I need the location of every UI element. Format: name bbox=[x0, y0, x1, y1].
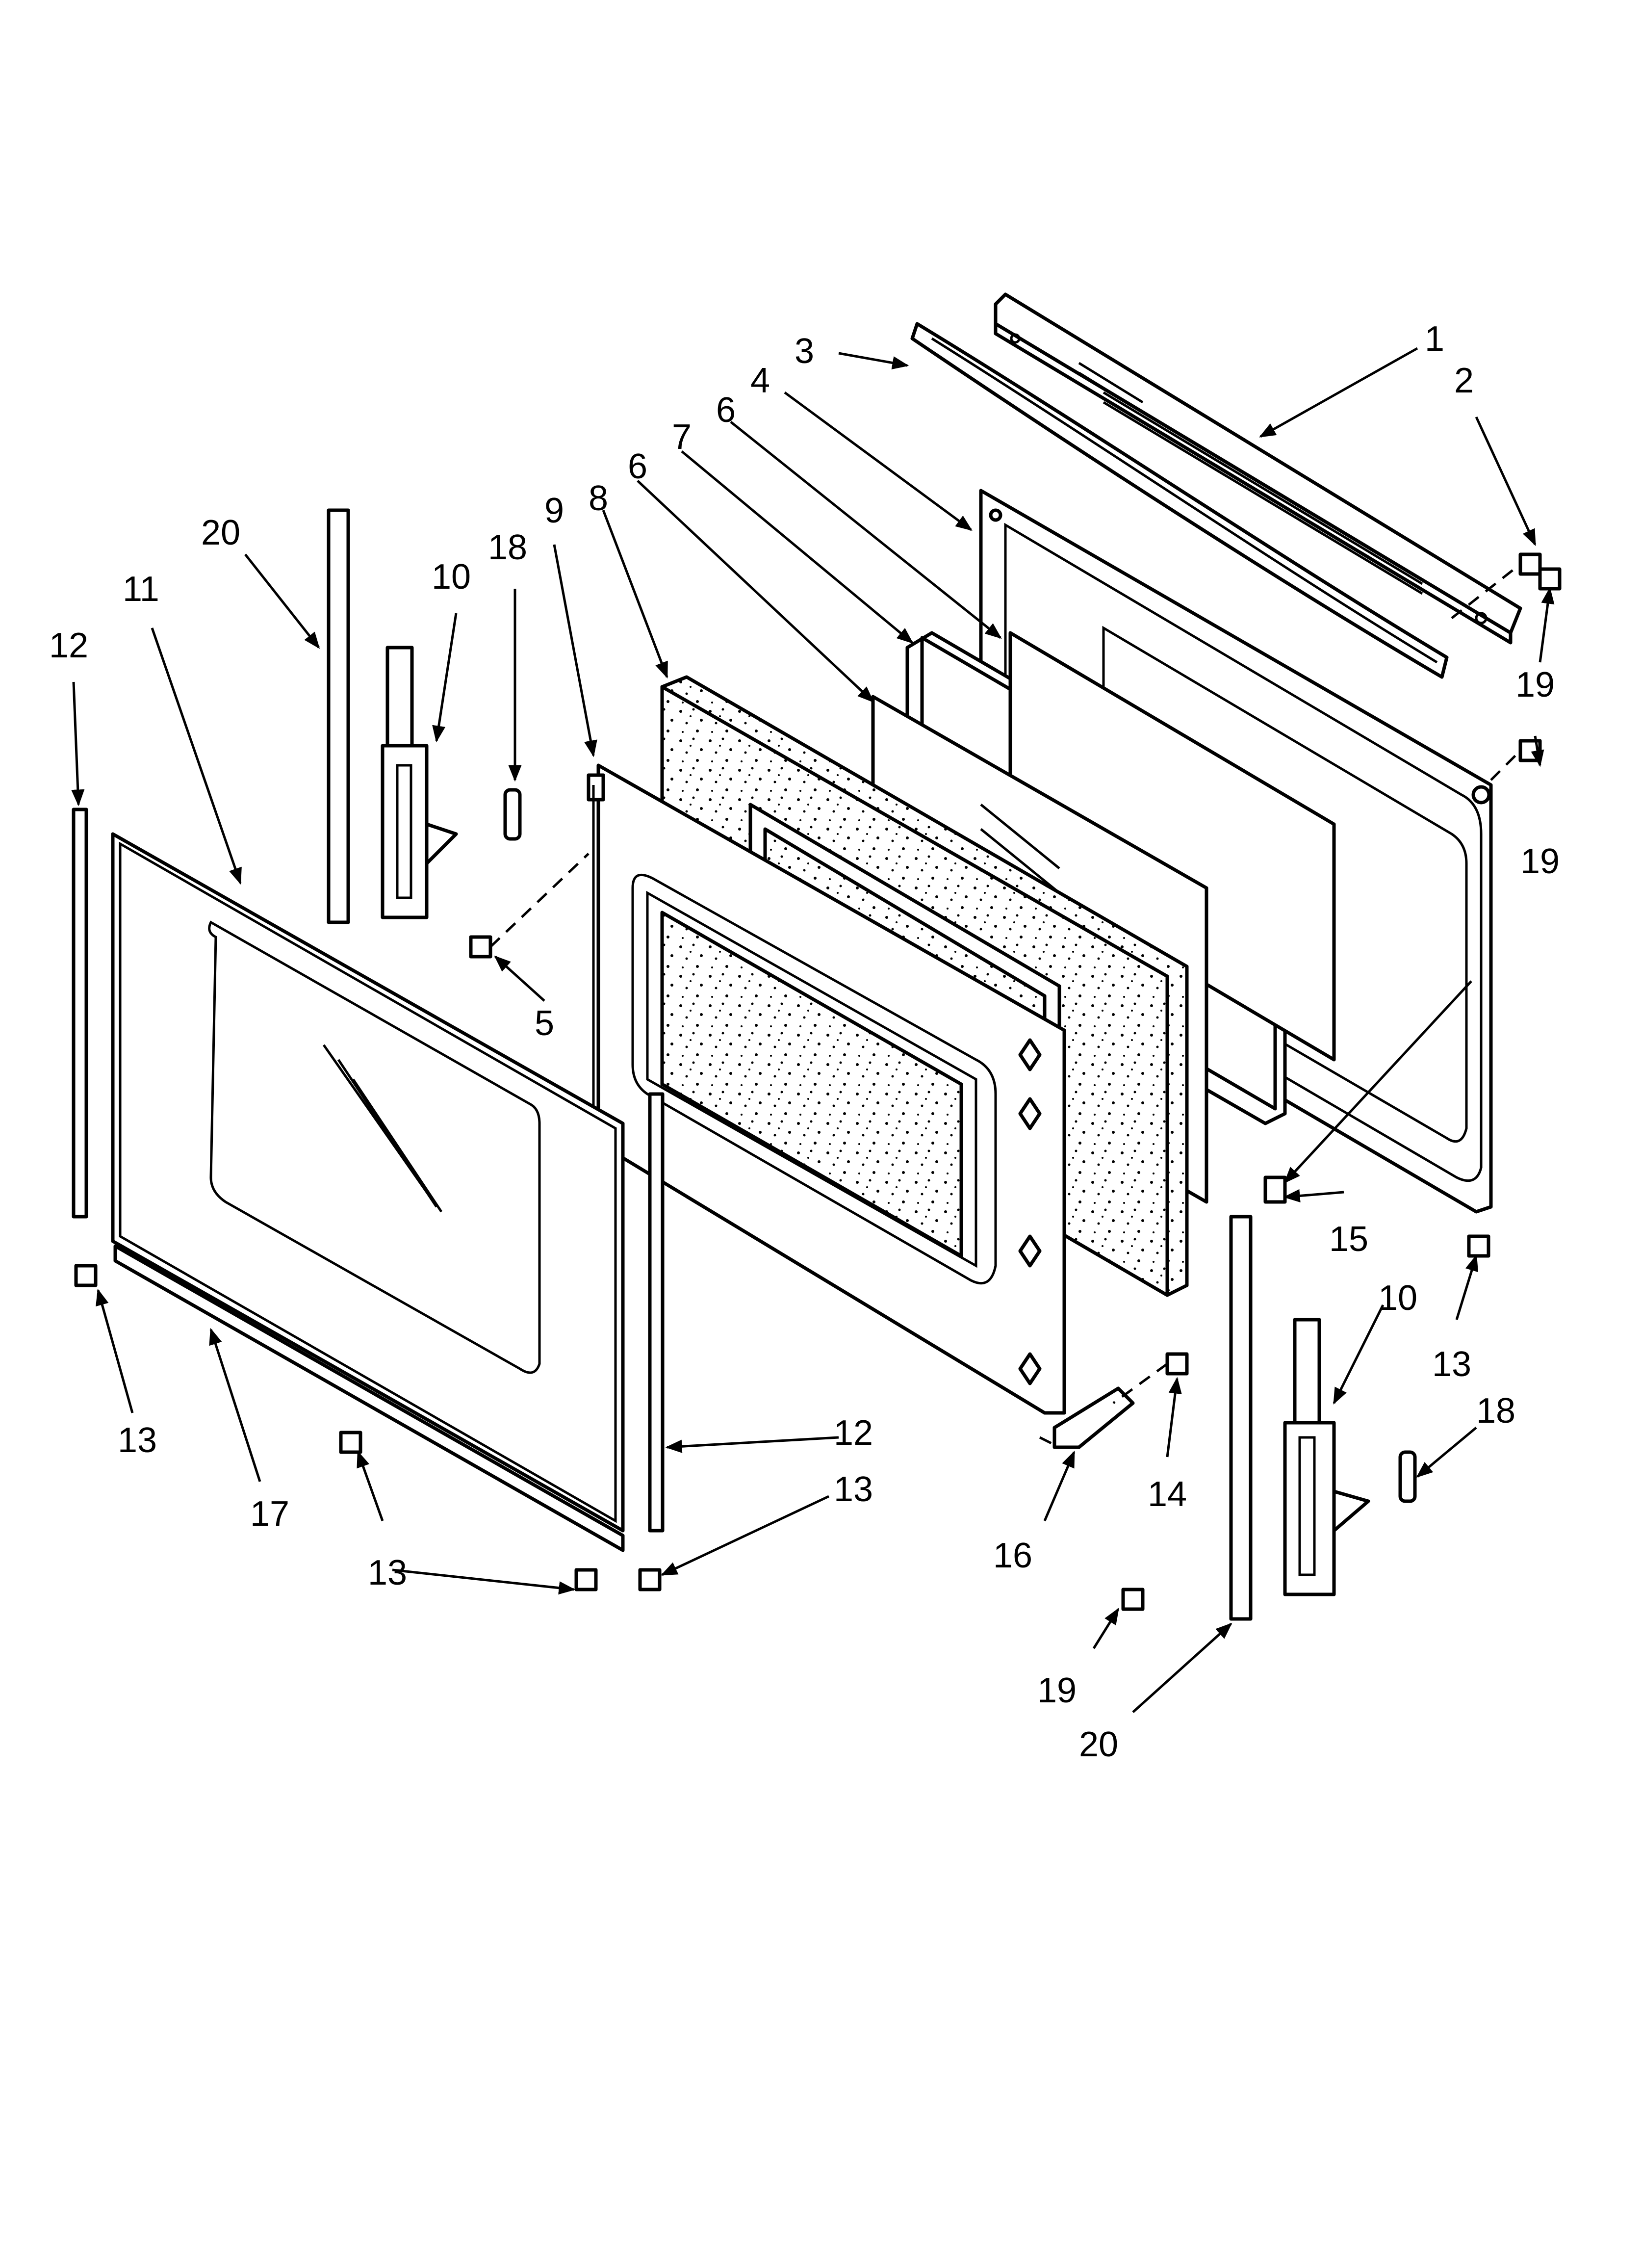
callout-6-upper: 6 bbox=[716, 391, 736, 430]
callout-15: 15 bbox=[1329, 1220, 1368, 1259]
hinge-clip-right bbox=[1398, 1450, 1417, 1503]
liner-clip bbox=[1263, 1175, 1287, 1204]
hinge-clip-left bbox=[503, 788, 522, 841]
outer-glass-panel bbox=[111, 832, 625, 1533]
callout-2: 2 bbox=[1454, 361, 1474, 400]
door-stop-bracket bbox=[1052, 1386, 1135, 1449]
callout-12-left: 12 bbox=[49, 626, 88, 665]
alignment-lines bbox=[489, 563, 1521, 1449]
callout-18-left: 18 bbox=[488, 528, 527, 567]
callout-9: 9 bbox=[544, 491, 564, 530]
callout-20-left: 20 bbox=[201, 513, 240, 552]
callout-18-right: 18 bbox=[1476, 1391, 1515, 1431]
callout-10-left: 10 bbox=[432, 557, 471, 597]
callout-1: 1 bbox=[1425, 319, 1444, 359]
side-trim-left bbox=[72, 808, 88, 1219]
callout-6-lower: 6 bbox=[628, 447, 647, 486]
callout-13-bottom: 13 bbox=[368, 1553, 407, 1592]
door-hinge-left bbox=[381, 646, 458, 919]
callout-13-left: 13 bbox=[118, 1421, 157, 1460]
callout-19-bottom: 19 bbox=[1037, 1671, 1077, 1710]
door-handle bbox=[910, 322, 1449, 679]
callout-7: 7 bbox=[672, 417, 692, 457]
callout-12-right: 12 bbox=[834, 1413, 873, 1453]
callout-8: 8 bbox=[589, 479, 608, 518]
bottom-trim bbox=[113, 1244, 625, 1552]
hinge-receiver-left bbox=[327, 508, 350, 924]
callout-13-far-right: 13 bbox=[1432, 1345, 1471, 1384]
callout-3: 3 bbox=[795, 332, 814, 371]
hinge-receiver-right bbox=[1229, 1215, 1253, 1621]
callout-5: 5 bbox=[535, 1004, 554, 1043]
callout-10-right: 10 bbox=[1378, 1278, 1417, 1318]
callout-labels: 1 2 3 4 5 6 6 7 8 9 10 10 11 12 12 13 13… bbox=[49, 319, 1560, 1764]
callout-13-right: 13 bbox=[834, 1470, 873, 1509]
callout-16: 16 bbox=[993, 1536, 1032, 1575]
door-frame bbox=[587, 763, 1066, 1415]
callout-20-right: 20 bbox=[1079, 1725, 1118, 1764]
callout-11: 11 bbox=[123, 570, 159, 609]
vent-trim bbox=[994, 292, 1522, 645]
callout-17: 17 bbox=[250, 1494, 289, 1534]
callout-14: 14 bbox=[1148, 1475, 1187, 1514]
callout-19-middle: 19 bbox=[1520, 842, 1560, 881]
door-hinge-right bbox=[1283, 1318, 1370, 1596]
callout-4: 4 bbox=[750, 361, 770, 400]
leader-arrows bbox=[71, 347, 1555, 1713]
screw bbox=[74, 552, 1562, 1611]
callout-19-top: 19 bbox=[1515, 665, 1555, 704]
side-trim-right bbox=[648, 1092, 665, 1533]
